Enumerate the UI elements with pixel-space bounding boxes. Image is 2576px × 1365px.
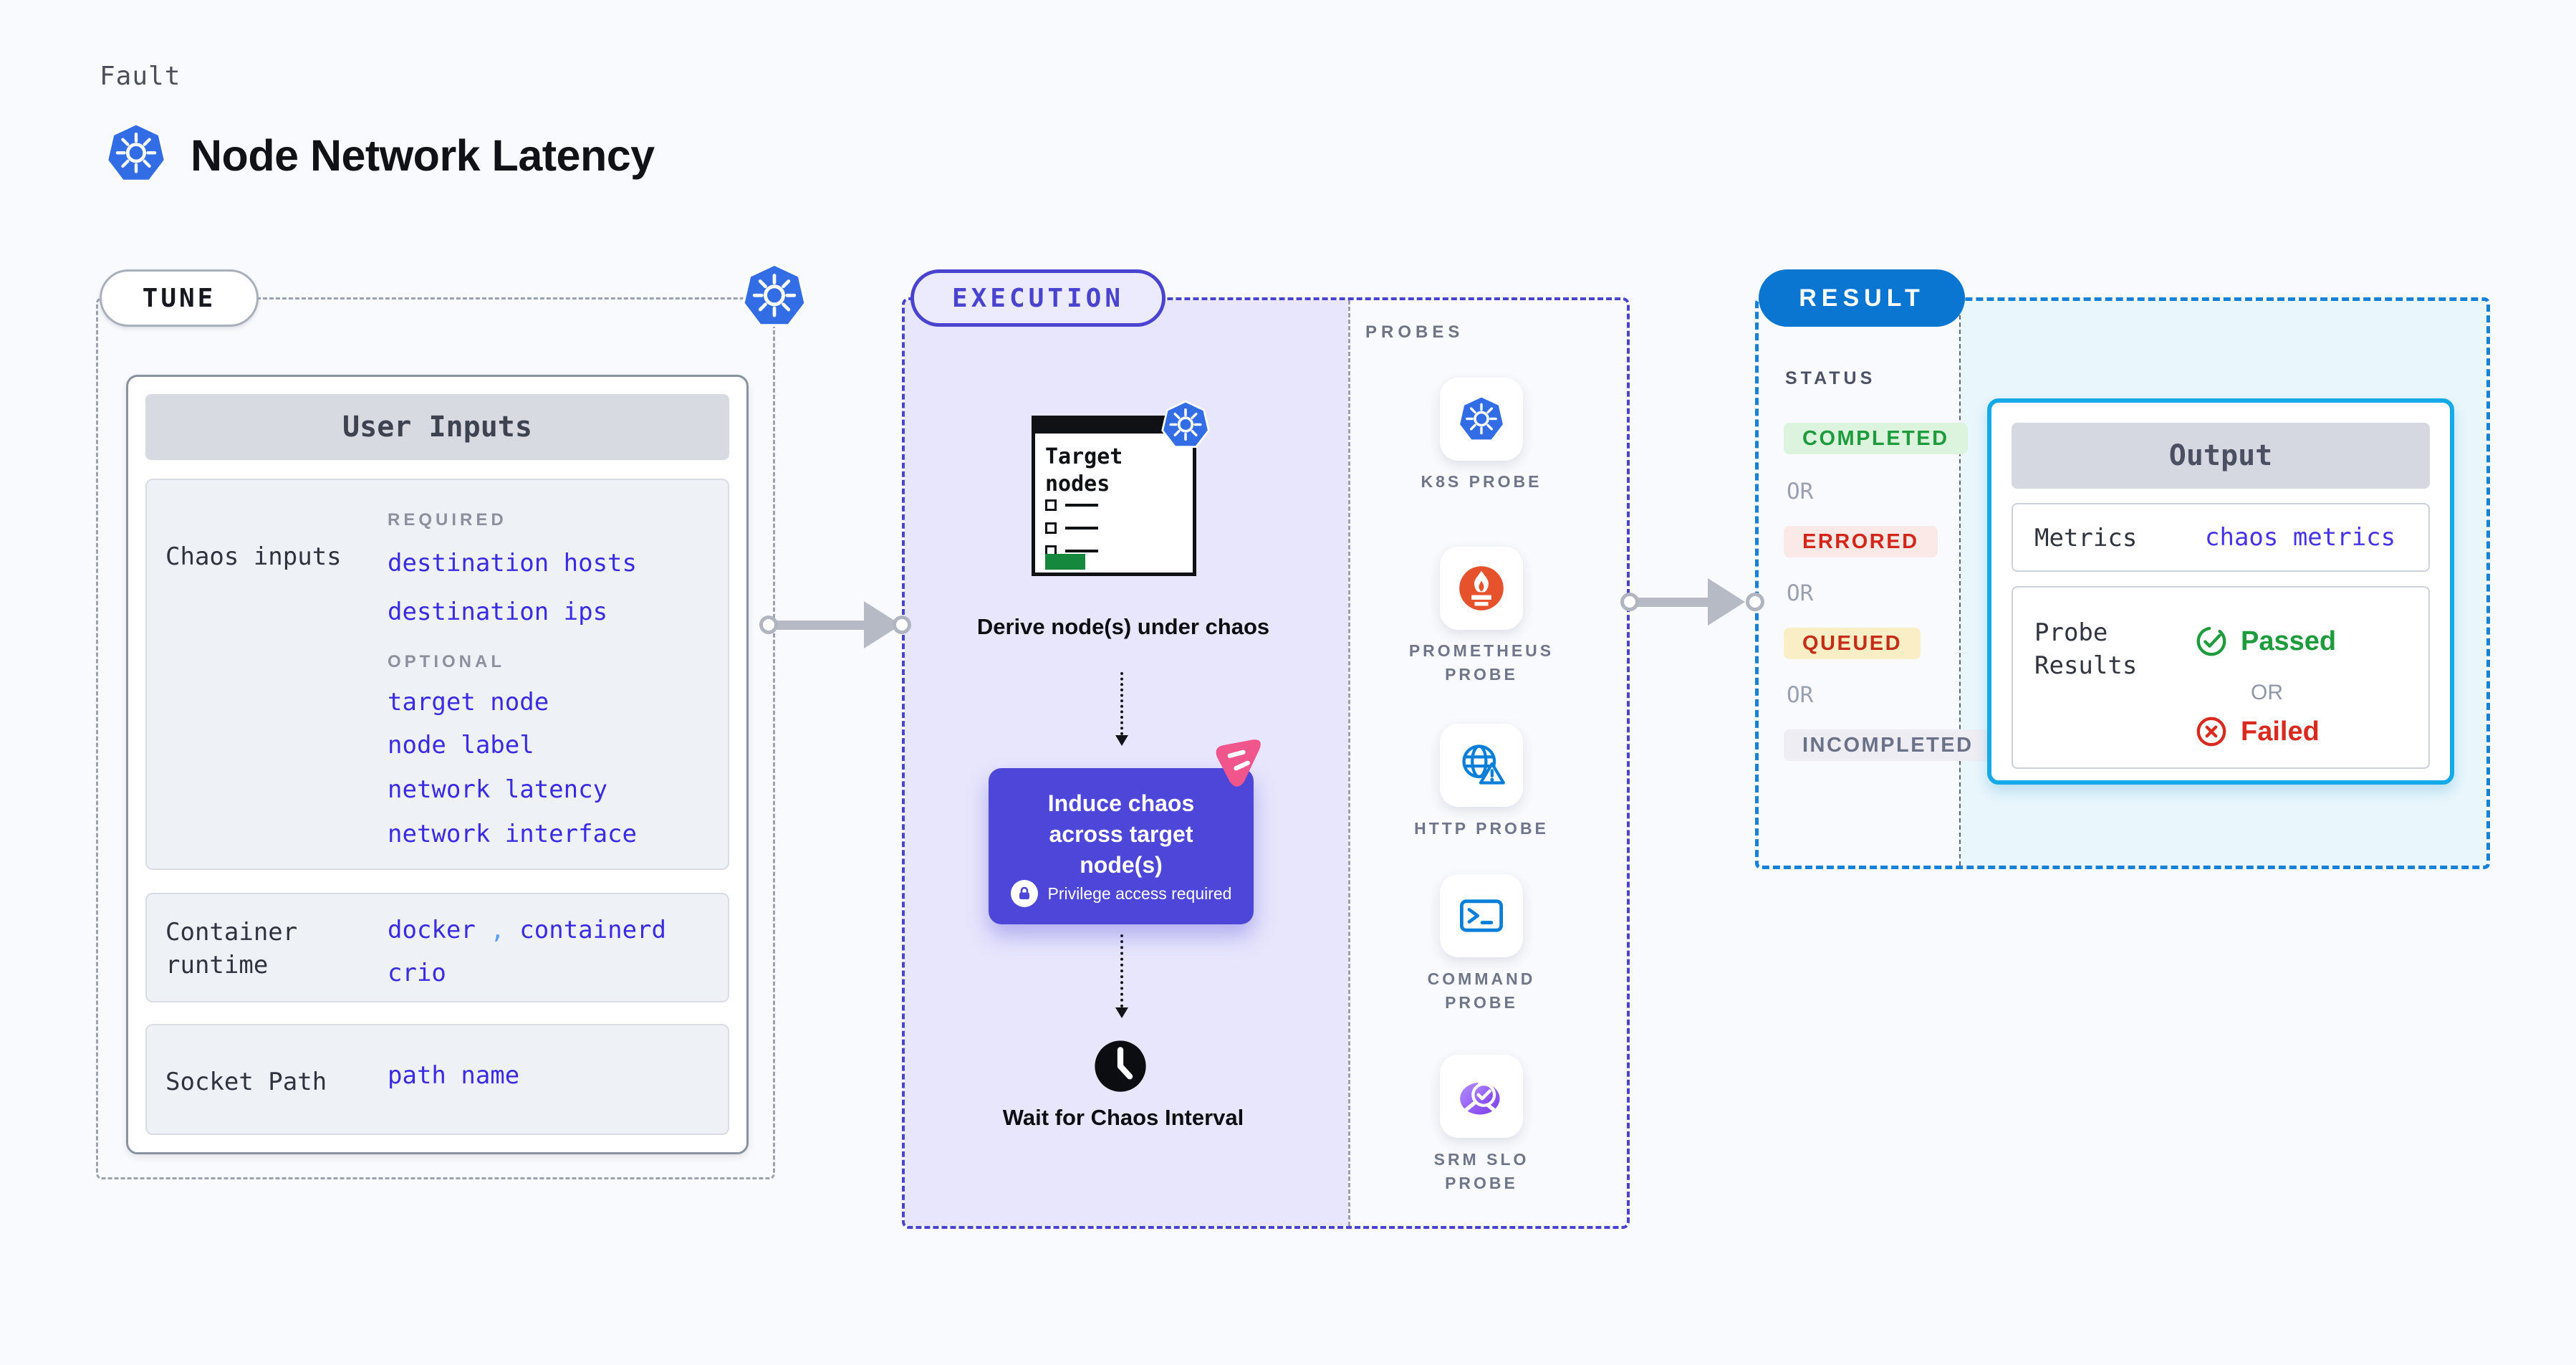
status-label: STATUS bbox=[1785, 368, 1876, 388]
user-inputs-header: User Inputs bbox=[145, 394, 729, 460]
probe-label-command: COMMAND PROBE bbox=[1427, 969, 1536, 1012]
flow-arrow-head bbox=[1115, 1007, 1128, 1018]
selected-node-bar bbox=[1045, 554, 1085, 570]
optional-label: OPTIONAL bbox=[388, 652, 505, 671]
runtime-separator: , bbox=[490, 916, 505, 944]
lock-icon bbox=[1010, 880, 1038, 907]
runtime-containerd[interactable]: containerd bbox=[519, 916, 666, 944]
x-circle-icon bbox=[2195, 715, 2228, 748]
link-crio[interactable]: crio bbox=[388, 959, 446, 987]
probe-results-row: Probe Results Passed OR Failed bbox=[2012, 586, 2430, 769]
chaos-inputs-label: Chaos inputs bbox=[165, 542, 342, 571]
connector-dot bbox=[1620, 593, 1639, 611]
passed-text: Passed bbox=[2241, 626, 2337, 656]
tune-section bbox=[96, 297, 775, 1179]
probe-results-or: OR bbox=[2251, 681, 2283, 704]
socket-path-row: Socket Path path name bbox=[145, 1024, 729, 1135]
status-or: OR bbox=[1787, 580, 1814, 606]
user-inputs-card: User Inputs Chaos inputs REQUIRED destin… bbox=[126, 375, 749, 1154]
privilege-note: Privilege access required bbox=[1047, 883, 1232, 903]
metrics-row: Metrics chaos metrics bbox=[2012, 503, 2430, 572]
probe-results-label: Probe Results bbox=[2034, 618, 2138, 680]
container-runtime-row: Container runtime docker , containerd cr… bbox=[145, 893, 729, 1002]
probe-card-command bbox=[1440, 874, 1523, 957]
page-title: Node Network Latency bbox=[191, 131, 655, 180]
probe-label-k8s: K8S PROBE bbox=[1421, 472, 1542, 491]
socket-path-label: Socket Path bbox=[165, 1068, 327, 1096]
probe-card-http bbox=[1440, 724, 1523, 807]
status-badge-queued: QUEUED bbox=[1784, 628, 1921, 659]
link-path-name[interactable]: path name bbox=[388, 1061, 520, 1090]
connector-dot bbox=[759, 616, 778, 634]
execution-badge: EXECUTION bbox=[910, 269, 1166, 327]
output-header: Output bbox=[2012, 423, 2430, 489]
probe-card-srm-slo bbox=[1440, 1055, 1523, 1138]
runtime-docker[interactable]: docker bbox=[388, 916, 476, 944]
status-badge-completed: COMPLETED bbox=[1784, 423, 1968, 454]
induce-chaos-card: Induce chaos across target node(s) Privi… bbox=[989, 768, 1254, 924]
arrow-head bbox=[1708, 578, 1745, 626]
probe-card-prometheus bbox=[1440, 547, 1523, 630]
clock-icon bbox=[1093, 1039, 1148, 1093]
prometheus-icon bbox=[1457, 564, 1506, 613]
link-target-node[interactable]: target node bbox=[388, 688, 549, 717]
container-runtime-label: Container runtime bbox=[165, 918, 298, 980]
derive-nodes-step: Derive node(s) under chaos bbox=[976, 614, 1270, 639]
link-node-label[interactable]: node label bbox=[388, 731, 534, 760]
tune-badge: TUNE bbox=[100, 269, 259, 327]
link-container-runtimes[interactable]: docker , containerd bbox=[388, 916, 666, 944]
connector-dot bbox=[1746, 593, 1764, 611]
metrics-label: Metrics bbox=[2034, 524, 2138, 552]
kubernetes-icon bbox=[1457, 395, 1506, 444]
slo-gauge-icon bbox=[1457, 1072, 1506, 1121]
output-card: Output Metrics chaos metrics Probe Resul… bbox=[1987, 398, 2454, 785]
fault-kicker: Fault bbox=[100, 62, 181, 91]
probe-card-k8s bbox=[1440, 378, 1523, 461]
chaos-inputs-row: Chaos inputs REQUIRED destination hosts … bbox=[145, 479, 729, 870]
flow-dotted-line bbox=[1120, 934, 1123, 1007]
probe-label-prometheus: PROMETHEUS PROBE bbox=[1408, 641, 1554, 684]
arrow-tune-to-execution bbox=[769, 621, 869, 630]
flow-arrow-head bbox=[1115, 735, 1128, 746]
wait-interval-step: Wait for Chaos Interval bbox=[1002, 1105, 1244, 1130]
link-destination-hosts[interactable]: destination hosts bbox=[388, 549, 637, 578]
target-nodes-title: Target nodes bbox=[1045, 444, 1123, 497]
status-badge-incompleted: INCOMPLETED bbox=[1784, 729, 1992, 761]
link-network-latency[interactable]: network latency bbox=[388, 775, 608, 804]
target-nodes-titlebar bbox=[1035, 419, 1193, 434]
link-destination-ips[interactable]: destination ips bbox=[388, 598, 608, 626]
kubernetes-icon bbox=[105, 122, 168, 185]
terminal-icon bbox=[1457, 891, 1506, 940]
connector-dot bbox=[893, 616, 911, 634]
chaos-metrics-link[interactable]: chaos metrics bbox=[2205, 523, 2396, 552]
induce-chaos-title: Induce chaos across target node(s) bbox=[1047, 790, 1195, 878]
target-nodes-card: Target nodes bbox=[1032, 416, 1196, 576]
failed-text: Failed bbox=[2241, 716, 2320, 747]
result-badge: RESULT bbox=[1759, 269, 1965, 327]
probes-divider bbox=[1348, 300, 1350, 1226]
node-checkbox-row bbox=[1045, 522, 1098, 534]
kubernetes-icon bbox=[1160, 400, 1211, 450]
flow-dotted-line bbox=[1120, 672, 1123, 735]
status-badge-errored: ERRORED bbox=[1784, 526, 1938, 557]
probe-label-http: HTTP PROBE bbox=[1414, 819, 1549, 838]
arrow-execution-to-result bbox=[1630, 598, 1723, 607]
probes-label: PROBES bbox=[1365, 322, 1464, 342]
status-or: OR bbox=[1787, 682, 1814, 708]
status-or: OR bbox=[1787, 479, 1814, 504]
check-circle-icon bbox=[2195, 625, 2228, 658]
kubernetes-icon bbox=[741, 262, 808, 330]
chaos-litmus-icon bbox=[1209, 735, 1267, 792]
required-label: REQUIRED bbox=[388, 510, 507, 530]
node-checkbox-row bbox=[1045, 499, 1098, 511]
globe-alert-icon bbox=[1457, 741, 1506, 790]
probe-label-srm-slo: SRM SLO PROBE bbox=[1433, 1150, 1529, 1192]
link-network-interface[interactable]: network interface bbox=[388, 820, 637, 848]
